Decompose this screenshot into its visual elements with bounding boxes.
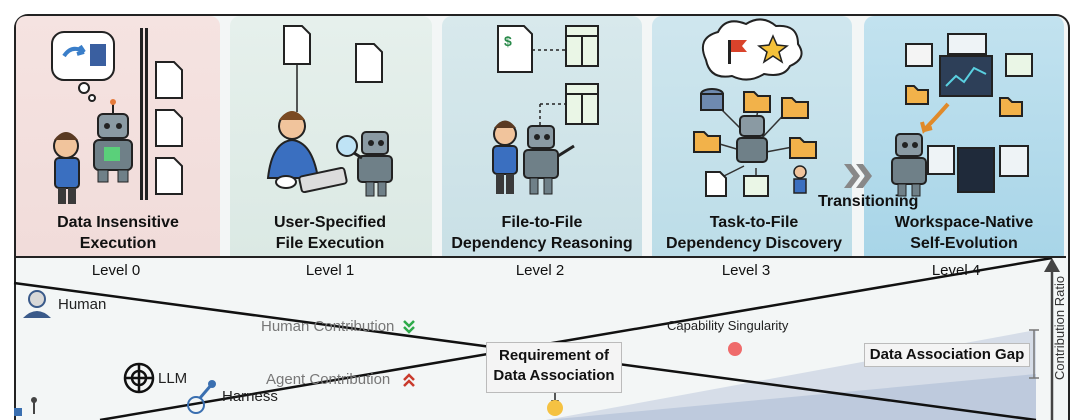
title-line: Self-Evolution: [910, 235, 1018, 252]
robot-icon: [891, 133, 927, 197]
contribution-down-icon: [403, 320, 415, 334]
spreadsheet-icon: [743, 175, 769, 197]
level-3-title: Task-to-File Dependency Discovery: [644, 212, 864, 254]
requirement-line: Data Association: [493, 367, 615, 384]
small-human-icon: [793, 165, 807, 194]
thought-bubble-icon: [51, 31, 115, 102]
title-line: Dependency Reasoning: [451, 235, 633, 252]
level-label: Level 4: [931, 262, 981, 279]
title-line: Dependency Discovery: [665, 235, 843, 252]
human-at-keyboard-icon: [266, 111, 348, 194]
human-avatar-icon: [23, 290, 51, 318]
svg-text:$: $: [504, 33, 512, 49]
singularity-label: Capability Singularity: [667, 318, 789, 333]
database-icon: [700, 88, 724, 111]
title-line: User-Specified: [273, 214, 387, 231]
singularity-dot: [728, 342, 742, 356]
transitioning-label: Transitioning: [818, 193, 919, 210]
wall-divider: [140, 28, 143, 200]
level-label: Level 1: [305, 262, 355, 279]
requirement-dot: [547, 400, 563, 416]
level-label: Level 2: [515, 262, 565, 279]
folder-icon: [693, 91, 817, 159]
requirement-line: Requirement of: [498, 347, 609, 364]
requirement-box: Requirement of Data Association: [486, 342, 622, 393]
workspace-screens-icon: [905, 33, 1033, 193]
spreadsheet-icon: [565, 25, 599, 125]
human-label: Human: [58, 296, 107, 313]
evolution-arrow-icon: [920, 102, 950, 134]
robot-icon: [736, 115, 768, 163]
idea-cloud-icon: [702, 18, 803, 81]
level-1-panel: [230, 16, 432, 256]
title-line: Task-to-File: [709, 214, 799, 231]
level-1-title: User-Specified File Execution: [220, 212, 440, 254]
level-label: Level 3: [721, 262, 771, 279]
level-2-title: File-to-File Dependency Reasoning: [432, 212, 652, 254]
dollar-document-icon: $: [497, 25, 533, 73]
agent-contribution-label: Agent Contribution: [266, 371, 391, 388]
harness-label: Harness: [222, 388, 278, 405]
level-divider: [14, 256, 1066, 258]
robot-magnifier-icon: [336, 131, 393, 197]
pilot-icon: [14, 397, 37, 416]
harness-icon: [187, 380, 216, 414]
level-4-title: Workspace-Native Self-Evolution: [854, 212, 1074, 254]
title-line: Execution: [79, 235, 157, 252]
document-icon: [705, 171, 727, 197]
llm-label: LLM: [158, 370, 188, 387]
human-contribution-label: Human Contribution: [261, 318, 395, 335]
up-arrow-icon: [1044, 258, 1060, 272]
agent-contribution-line: [99, 256, 1053, 420]
title-line: Data Insensitive: [57, 214, 179, 231]
robot-icon: [523, 125, 575, 195]
gap-label: Data Association Gap: [864, 343, 1030, 367]
document-icon: [283, 25, 383, 83]
chevron-right-icon: [844, 164, 860, 188]
title-line: File Execution: [275, 235, 385, 252]
ratio-axis-label: Contribution Ratio: [1052, 275, 1067, 380]
title-line: File-to-File: [501, 214, 583, 231]
document-icon: [155, 61, 183, 195]
llm-logo-icon: [123, 362, 155, 394]
human-figure-icon: [492, 120, 518, 194]
contribution-up-icon: [403, 373, 415, 387]
level-0-title: Data Insensitive Execution: [8, 212, 228, 254]
human-figure-icon: [53, 132, 80, 204]
title-line: Workspace-Native: [894, 214, 1034, 231]
level-label: Level 0: [91, 262, 141, 279]
robot-icon: [93, 99, 133, 183]
chevron-right-icon: [856, 164, 872, 188]
